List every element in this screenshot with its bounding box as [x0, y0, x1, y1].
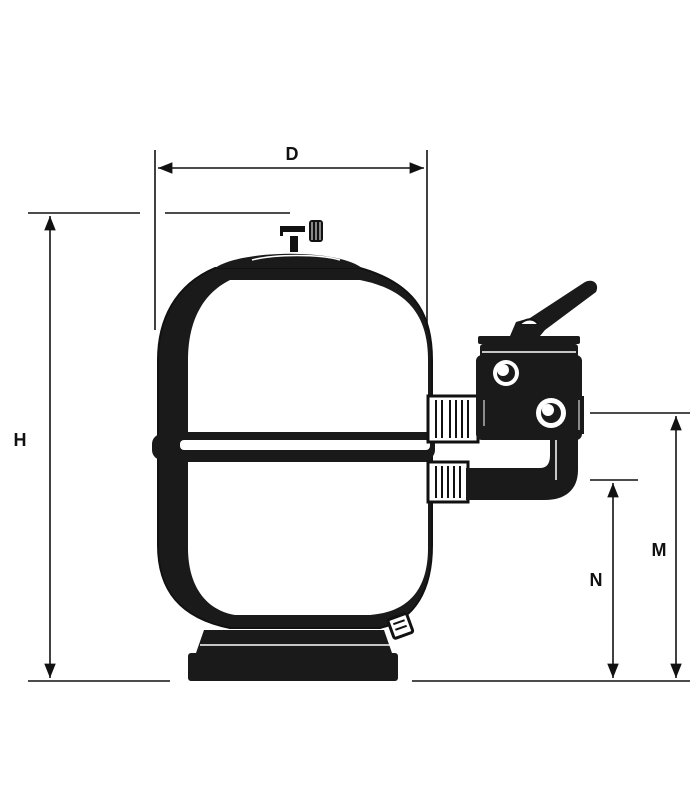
- valve-side-port: [529, 391, 573, 435]
- tank-band-highlight: [180, 440, 430, 450]
- lower-pipe-connector: [426, 430, 578, 504]
- drain-plug: [386, 612, 415, 640]
- multiport-valve: [476, 280, 598, 440]
- dimension-lines: [28, 150, 690, 682]
- label-n: N: [590, 570, 603, 590]
- valve-handle: [510, 280, 598, 336]
- upper-pipe-connector: [426, 394, 480, 444]
- valve-upper-port: [486, 353, 526, 393]
- label-m: M: [652, 540, 667, 560]
- air-release-valve: [280, 220, 323, 252]
- filter-tank: [152, 220, 435, 681]
- tank-lower-highlight: [188, 462, 428, 615]
- tank-upper-highlight: [188, 280, 428, 432]
- label-h: H: [14, 430, 27, 450]
- elbow-pipe: [466, 430, 578, 500]
- label-d: D: [286, 144, 299, 164]
- tank-base: [196, 630, 392, 653]
